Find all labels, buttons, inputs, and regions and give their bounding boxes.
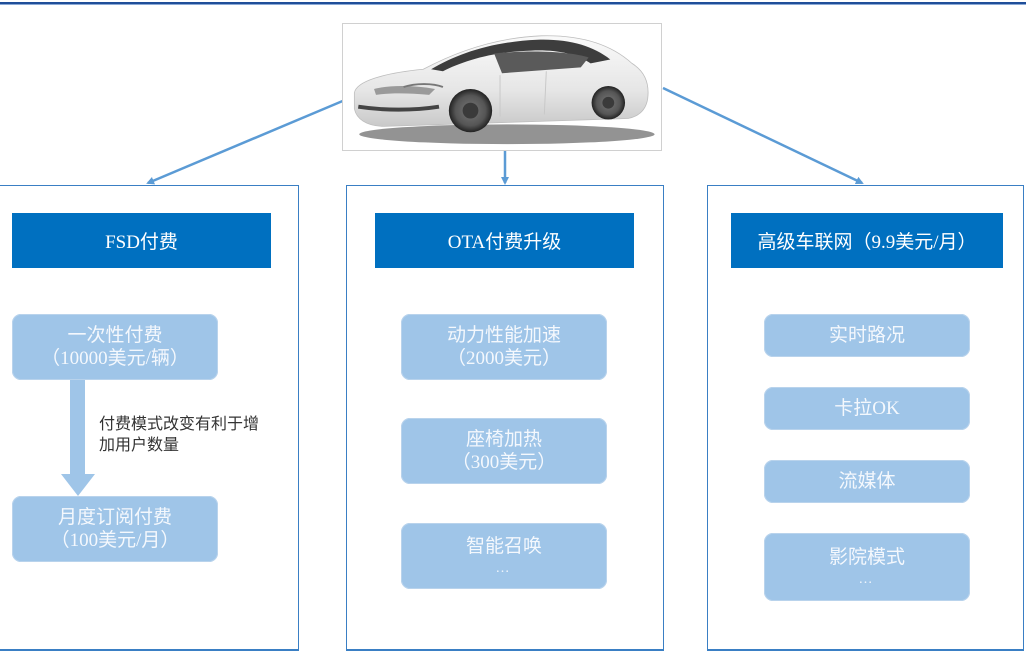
item-monthly-subscription: 月度订阅付费 （100美元/月） <box>12 496 218 562</box>
item-karaoke: 卡拉OK <box>764 387 970 430</box>
item-theater-mode: 影院模式 … <box>764 533 970 601</box>
panel-ota: OTA付费升级 动力性能加速 （2000美元） 座椅加热 （300美元） 智能召… <box>346 185 664 651</box>
payment-model-note: 付费模式改变有利于增加用户数量 <box>99 414 260 454</box>
item-seat-heating: 座椅加热 （300美元） <box>401 418 607 484</box>
ellipsis: … <box>858 572 876 587</box>
car-image <box>342 23 662 151</box>
car-illustration <box>353 35 655 145</box>
item-live-traffic: 实时路况 <box>764 314 970 357</box>
panel-title-ota: OTA付费升级 <box>375 213 634 268</box>
item-price: （100美元/月） <box>50 530 180 551</box>
item-label: 一次性付费 <box>67 325 163 346</box>
top-rule <box>0 2 1026 4</box>
top-rule-accent <box>0 4 1026 5</box>
item-label: 卡拉OK <box>834 398 900 419</box>
item-smart-summon: 智能召唤 … <box>401 523 607 589</box>
arrow-to-connectivity <box>662 86 864 185</box>
item-label: 影院模式 <box>828 547 905 568</box>
item-label: 动力性能加速 <box>446 325 561 346</box>
item-price: （10000美元/辆） <box>41 348 189 369</box>
down-arrow-icon <box>61 380 95 496</box>
arrow-to-fsd <box>146 98 346 185</box>
item-label: 智能召唤 <box>465 536 542 557</box>
item-label: 流媒体 <box>838 471 896 492</box>
item-label: 月度订阅付费 <box>57 507 172 528</box>
panel-title-fsd: FSD付费 <box>12 213 271 268</box>
ellipsis: … <box>495 561 513 576</box>
item-one-time-payment: 一次性付费 （10000美元/辆） <box>12 314 218 380</box>
item-price: （300美元） <box>451 452 557 473</box>
panel-fsd: FSD付费 一次性付费 （10000美元/辆） 付费模式改变有利于增加用户数量 … <box>0 185 299 651</box>
item-label: 实时路况 <box>828 325 905 346</box>
panel-premium-connectivity: 高级车联网（9.9美元/月） 实时路况 卡拉OK 流媒体 影院模式 … <box>707 185 1024 651</box>
item-price: （2000美元） <box>446 348 561 369</box>
item-performance-boost: 动力性能加速 （2000美元） <box>401 314 607 380</box>
item-label: 座椅加热 <box>465 429 542 450</box>
item-streaming: 流媒体 <box>764 460 970 503</box>
panel-title-connectivity: 高级车联网（9.9美元/月） <box>731 213 1003 268</box>
